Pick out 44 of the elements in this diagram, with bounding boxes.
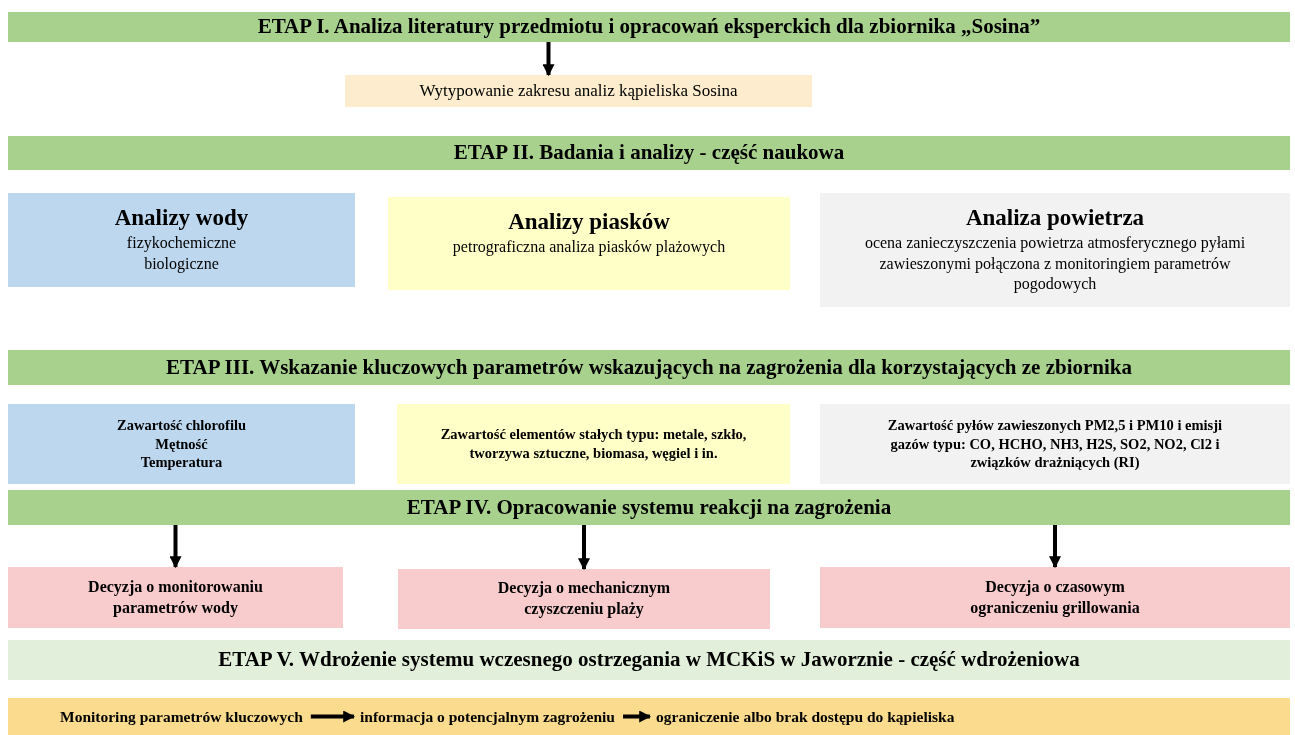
action-step: ograniczenie albo brak dostępu do kąpieliska <box>656 698 955 735</box>
analysis-box <box>8 193 355 287</box>
analysis-box <box>388 197 790 290</box>
box-text: ETAP I. Analiza literatury przedmiotu i opracowań eksperckich dla zbiornika „Sosina” <box>257 13 1041 41</box>
arrow <box>1049 525 1061 569</box>
box-text: Wytypowanie zakresu analiz kąpieliska Sosina <box>419 79 738 102</box>
stage-band <box>8 490 1290 525</box>
box-text: petrograficzna analiza piasków plażowych <box>452 236 726 258</box>
arrow <box>310 710 356 723</box>
arrow <box>623 710 652 723</box>
stage-band <box>8 12 1290 42</box>
stage-band <box>8 640 1290 680</box>
box-text: Decyzja o mechanicznym czyszczeniu plaży <box>496 578 672 620</box>
stage-band <box>8 136 1290 170</box>
box-text: Decyzja o czasowym ograniczeniu grillowania <box>970 576 1140 619</box>
box-text: ETAP II. Badania i analizy - część naukowa <box>453 139 845 167</box>
box-text: Zawartość pyłów zawieszonych PM2,5 i PM10 i emisji gazów typu: CO, HCHO, NH3, H2S, SO2, NO2, Cl2 i związków drażniących (RI) <box>886 415 1224 473</box>
box-heading: Analizy wody <box>114 204 249 232</box>
box-text: Decyzja o monitorowaniu parametrów wody <box>87 576 264 619</box>
arrow <box>578 525 590 571</box>
box-heading: Analizy piasków <box>508 208 670 236</box>
box-text: biologiczne <box>144 253 219 275</box>
action-step: Monitoring parametrów kluczowych <box>60 698 303 735</box>
box-text: Temperatura <box>140 453 223 473</box>
box-text: Mętność <box>155 434 208 454</box>
arrow <box>169 525 182 569</box>
box-text: Zawartość elementów stałych typu: metale, szkło, tworzywa sztuczne, biomasa, węgiel i in. <box>439 425 748 463</box>
parameter-box <box>397 404 790 484</box>
box-text: ocena zanieczyszczenia powietrza atmosferycznego pyłami zawieszonymi połączona z monitoringiem parametrów pogodowych <box>863 232 1247 295</box>
box-text: ETAP V. Wdrożenie systemu wczesnego ostrzegania w MCKiS w Jaworznie - część wdrożeniowa <box>218 646 1080 674</box>
box-text: ETAP III. Wskazanie kluczowych parametrów wskazujących na zagrożenia dla korzystających ze zbiornika <box>166 353 1132 381</box>
box-text: ETAP IV. Opracowanie systemu reakcji na zagrożenia <box>406 493 892 521</box>
box-heading: Zawartość chlorofilu <box>117 415 246 435</box>
decision-box <box>398 569 770 629</box>
box-text: fizykochemiczne <box>126 232 237 254</box>
parameter-box <box>8 404 355 484</box>
decision-box <box>8 567 343 628</box>
box-heading: Analiza powietrza <box>965 204 1145 232</box>
stage-band <box>8 350 1290 385</box>
action-band <box>8 698 1290 735</box>
arrow <box>542 42 555 77</box>
result-box <box>345 75 812 107</box>
decision-box <box>820 567 1290 628</box>
action-step: informacja o potencjalnym zagrożeniu <box>360 698 615 735</box>
